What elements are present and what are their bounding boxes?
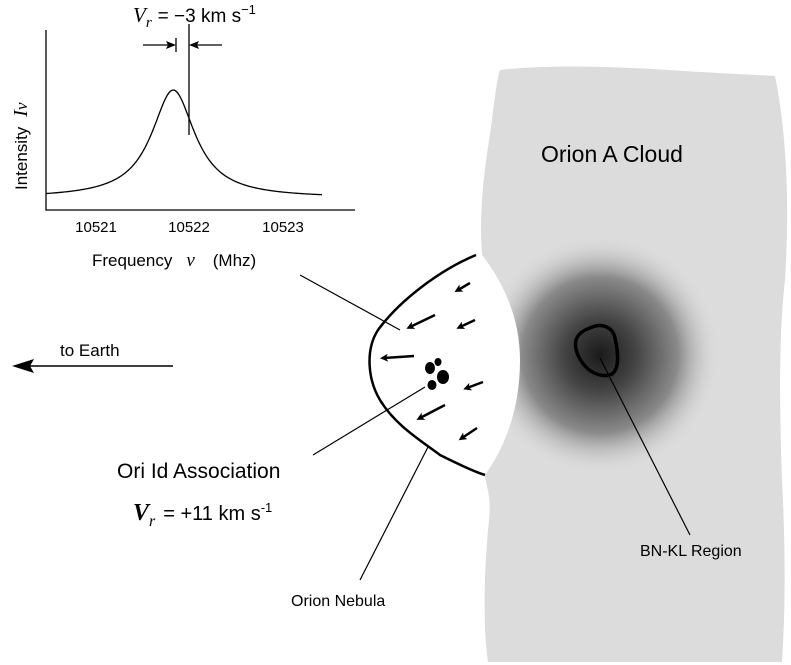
earth-label: to Earth bbox=[60, 341, 120, 360]
tick-label: 10522 bbox=[168, 219, 210, 236]
tick-label: 10523 bbox=[262, 219, 304, 236]
offset-arrowhead-left bbox=[166, 41, 176, 49]
flow-arrow bbox=[463, 380, 484, 391]
flow-arrow bbox=[380, 353, 415, 362]
flow-arrow bbox=[454, 281, 471, 293]
nebula-label: Orion Nebula bbox=[291, 593, 385, 610]
leader-association bbox=[312, 386, 426, 456]
flow-arrows bbox=[380, 281, 484, 441]
star-cluster bbox=[425, 358, 449, 390]
spectrum-vr-label: Vr= −3 km s−1 bbox=[133, 2, 256, 31]
leader-spectrum bbox=[299, 274, 401, 331]
bnkl-label: BN-KL Region bbox=[640, 543, 742, 560]
cloud-label: Orion A Cloud bbox=[541, 141, 683, 167]
flow-arrow bbox=[416, 403, 446, 420]
flow-arrow bbox=[458, 426, 478, 441]
molecular-core bbox=[480, 235, 720, 475]
association-vr-label: Vr= +11 km s-1 bbox=[133, 500, 272, 530]
leader-bnkl bbox=[599, 357, 691, 536]
spectrum-axes bbox=[45, 30, 355, 211]
spectrum-ylabel: IntensityIν bbox=[10, 102, 32, 190]
earth-arrowhead bbox=[12, 359, 34, 373]
ionization-front bbox=[368, 253, 486, 477]
spectrum-inset bbox=[45, 24, 355, 211]
bnkl-outline bbox=[573, 323, 620, 378]
flow-arrow bbox=[406, 313, 436, 329]
flow-arrow bbox=[456, 318, 476, 329]
association-label: Ori Id Association bbox=[117, 460, 280, 483]
leader-nebula bbox=[359, 446, 429, 581]
tick-label: 10521 bbox=[75, 219, 117, 236]
orion-nebula-cavity bbox=[369, 255, 520, 475]
offset-arrowhead-right bbox=[189, 41, 199, 49]
spectrum-curve bbox=[45, 89, 323, 196]
